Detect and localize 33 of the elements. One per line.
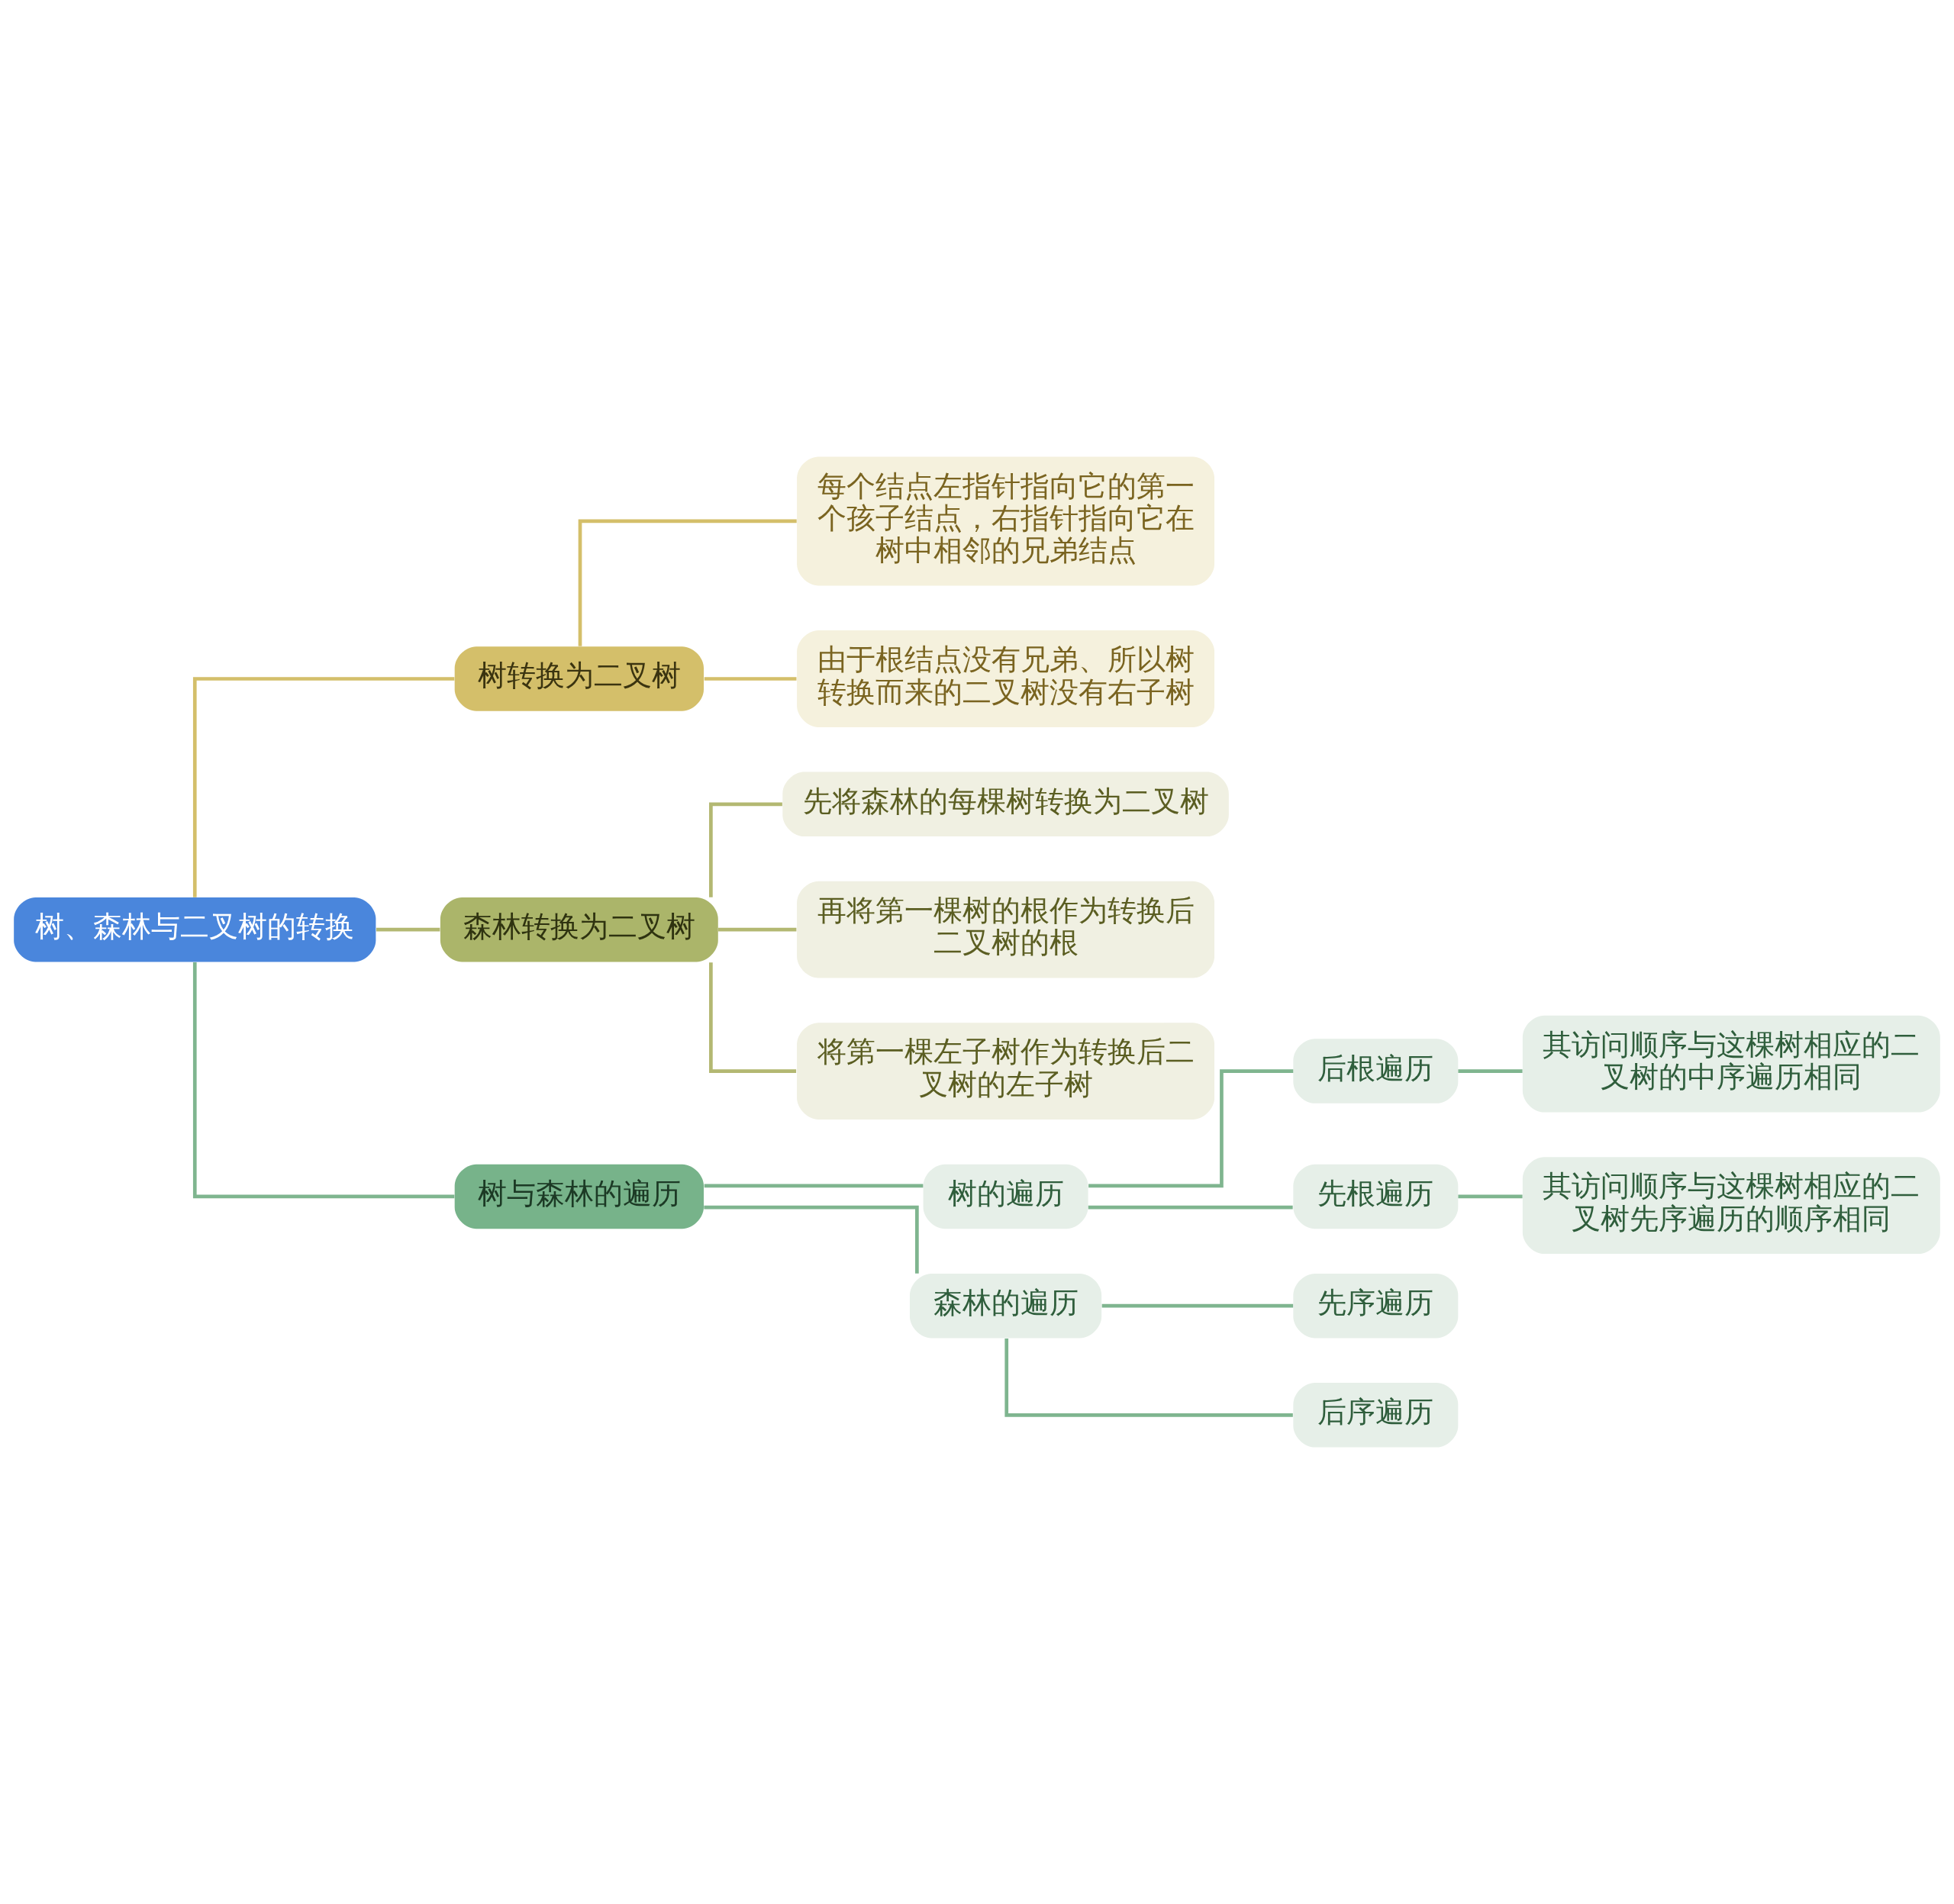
node-box: 先根遍历 xyxy=(1293,1164,1459,1229)
node-box: 树的遍历 xyxy=(923,1164,1088,1229)
connector xyxy=(192,677,455,897)
connector xyxy=(1088,1069,1294,1188)
node-box: 后序遍历 xyxy=(1293,1383,1459,1448)
connector xyxy=(1458,1069,1523,1073)
node-box: 将第一棵左子树作为转换后二叉树的左子树 xyxy=(797,1023,1215,1120)
connector xyxy=(376,927,440,932)
node-box: 由于根结点没有兄弟、所以树转换而来的二叉树没有右子树 xyxy=(797,630,1215,727)
connector xyxy=(578,519,797,646)
connector xyxy=(1088,1205,1293,1210)
node-box: 树转换为二叉树 xyxy=(454,646,704,711)
node-box: 其访问顺序与这棵树相应的二叉树先序遍历的顺序相同 xyxy=(1522,1157,1940,1255)
node-box: 先序遍历 xyxy=(1293,1273,1459,1339)
node-box: 树、森林与二叉树的转换 xyxy=(14,897,376,962)
connector xyxy=(718,927,797,932)
connector xyxy=(709,802,782,897)
node-box: 树与森林的遍历 xyxy=(454,1164,704,1229)
node-box: 每个结点左指针指向它的第一个孩子结点，右指针指向它在树中相邻的兄弟结点 xyxy=(797,456,1215,586)
node-box: 森林转换为二叉树 xyxy=(440,897,718,962)
connector xyxy=(704,1205,919,1274)
node-box: 再将第一棵树的根作为转换后二叉树的根 xyxy=(797,881,1215,978)
connector xyxy=(704,1184,924,1188)
node-box: 森林的遍历 xyxy=(909,1273,1102,1339)
connector xyxy=(192,962,455,1199)
node-box: 其访问顺序与这棵树相应的二叉树的中序遍历相同 xyxy=(1522,1015,1940,1113)
connector xyxy=(704,677,797,681)
connector xyxy=(1101,1303,1294,1308)
node-box: 后根遍历 xyxy=(1293,1039,1459,1103)
node-box: 先将森林的每棵树转换为二叉树 xyxy=(782,772,1229,837)
connector xyxy=(1004,1339,1293,1417)
connector xyxy=(709,962,797,1073)
connector xyxy=(1458,1194,1523,1199)
